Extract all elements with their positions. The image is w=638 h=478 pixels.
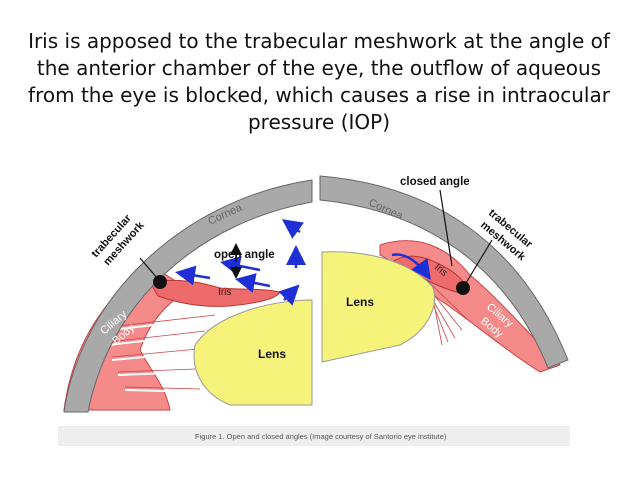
left-trabecular-dot: [153, 275, 167, 289]
right-closed-angle-pointer: [439, 189, 453, 267]
left-iris-label: Iris: [218, 287, 231, 298]
right-flow-arrow: [391, 253, 431, 281]
left-lens: [193, 299, 313, 406]
left-open-angle-label: open angle: [214, 249, 275, 261]
caption-bar: [58, 426, 570, 446]
left-lens-label: Lens: [258, 347, 286, 361]
right-panel: closed angle Cornea trabecular meshwork …: [319, 175, 569, 373]
left-panel: Cornea trabecular meshwork open angle Ir…: [63, 179, 313, 413]
right-closed-angle-label: closed angle: [400, 176, 470, 188]
right-trabecular-pointer: [465, 239, 493, 284]
figure-caption: Figure 1. Open and closed angles (Image …: [195, 432, 447, 441]
right-trabecular-dot: [456, 281, 470, 295]
left-flow-arrows: [175, 219, 306, 306]
right-lens: [321, 251, 436, 363]
slide-title: Iris is apposed to the trabecular meshwo…: [28, 29, 610, 134]
left-cornea: [63, 179, 313, 413]
left-trabecular-pointer: [139, 257, 158, 279]
left-zonules: [107, 317, 216, 393]
left-zonules-outline: [107, 314, 216, 390]
right-lens-label: Lens: [346, 295, 374, 309]
